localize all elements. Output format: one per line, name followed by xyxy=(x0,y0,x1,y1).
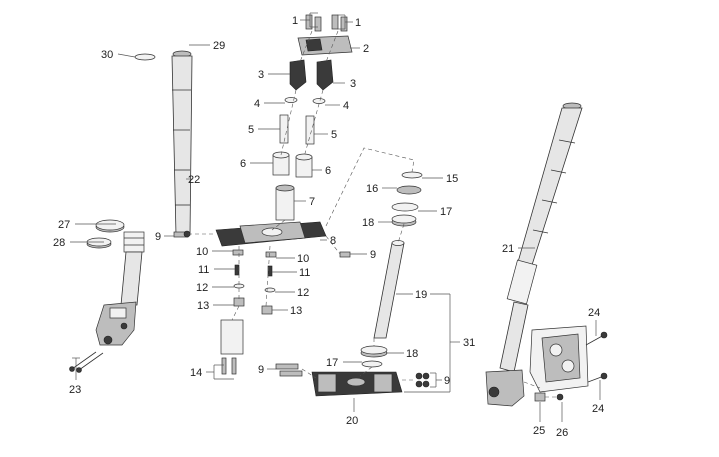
callout-13-left: 13 xyxy=(197,300,209,312)
callout-17-top: 17 xyxy=(440,206,452,218)
callout-31: 31 xyxy=(463,337,475,349)
assembly-dashed-lines xyxy=(188,30,558,398)
callout-12-left: 12 xyxy=(196,282,208,294)
callout-28: 28 xyxy=(53,237,65,249)
callout-11-right: 11 xyxy=(299,267,310,279)
callout-11-left: 11 xyxy=(198,264,209,276)
callout-23: 23 xyxy=(69,384,81,396)
callout-19: 19 xyxy=(415,289,427,301)
callout-13-right: 13 xyxy=(290,305,302,317)
leader-lines xyxy=(70,12,601,422)
brake-caliper xyxy=(529,325,589,393)
callout-10-right: 10 xyxy=(297,253,309,265)
cap-ring-30 xyxy=(134,53,156,61)
right-fork-leg xyxy=(485,102,583,407)
callout-22: 22 xyxy=(188,174,200,186)
callout-17-bottom: 17 xyxy=(326,357,338,369)
steering-stem-assembly xyxy=(360,171,423,368)
callout-9-top-left: 9 xyxy=(155,231,161,243)
handlebar-clamp-stack xyxy=(272,14,353,221)
callout-20: 20 xyxy=(346,415,358,427)
callout-5-right: 5 xyxy=(331,129,337,141)
callout-7: 7 xyxy=(309,196,315,208)
callout-6-right: 6 xyxy=(325,165,331,177)
callout-24-top: 24 xyxy=(588,307,600,319)
callout-5-left: 5 xyxy=(248,124,254,136)
callout-8: 8 xyxy=(330,235,336,247)
callout-15: 15 xyxy=(446,173,458,185)
callout-6-left: 6 xyxy=(240,158,246,170)
callout-2: 2 xyxy=(363,43,369,55)
callout-12-right: 12 xyxy=(297,287,309,299)
callout-1-right: 1 xyxy=(355,17,361,29)
callout-labels: 1 1 2 3 3 4 4 5 5 6 6 7 8 9 9 10 10 11 1… xyxy=(53,15,604,439)
left-fork-leg xyxy=(95,50,193,346)
callout-1-left: 1 xyxy=(292,15,298,27)
callout-16: 16 xyxy=(366,183,378,195)
callout-29: 29 xyxy=(213,40,225,52)
callout-25: 25 xyxy=(533,425,545,437)
callout-10-left: 10 xyxy=(196,246,208,258)
callout-27: 27 xyxy=(58,219,70,231)
callout-18-bottom: 18 xyxy=(406,348,418,360)
top-triple-clamp xyxy=(215,221,327,247)
callout-14: 14 xyxy=(190,367,202,379)
callout-9-top-right: 9 xyxy=(370,249,376,261)
callout-3-left: 3 xyxy=(258,69,264,81)
callout-9-bottom-left: 9 xyxy=(258,364,264,376)
bottom-triple-clamp xyxy=(311,371,403,397)
callout-21: 21 xyxy=(502,243,514,255)
callout-18-top: 18 xyxy=(362,217,374,229)
callout-9-bottom-right: 9 xyxy=(444,375,450,387)
callout-26: 26 xyxy=(556,427,568,439)
callout-3-right: 3 xyxy=(350,78,356,90)
callout-4-left: 4 xyxy=(254,98,260,110)
callout-24-bottom: 24 xyxy=(592,403,604,415)
callout-4-right: 4 xyxy=(343,100,349,112)
callout-30: 30 xyxy=(101,49,113,61)
